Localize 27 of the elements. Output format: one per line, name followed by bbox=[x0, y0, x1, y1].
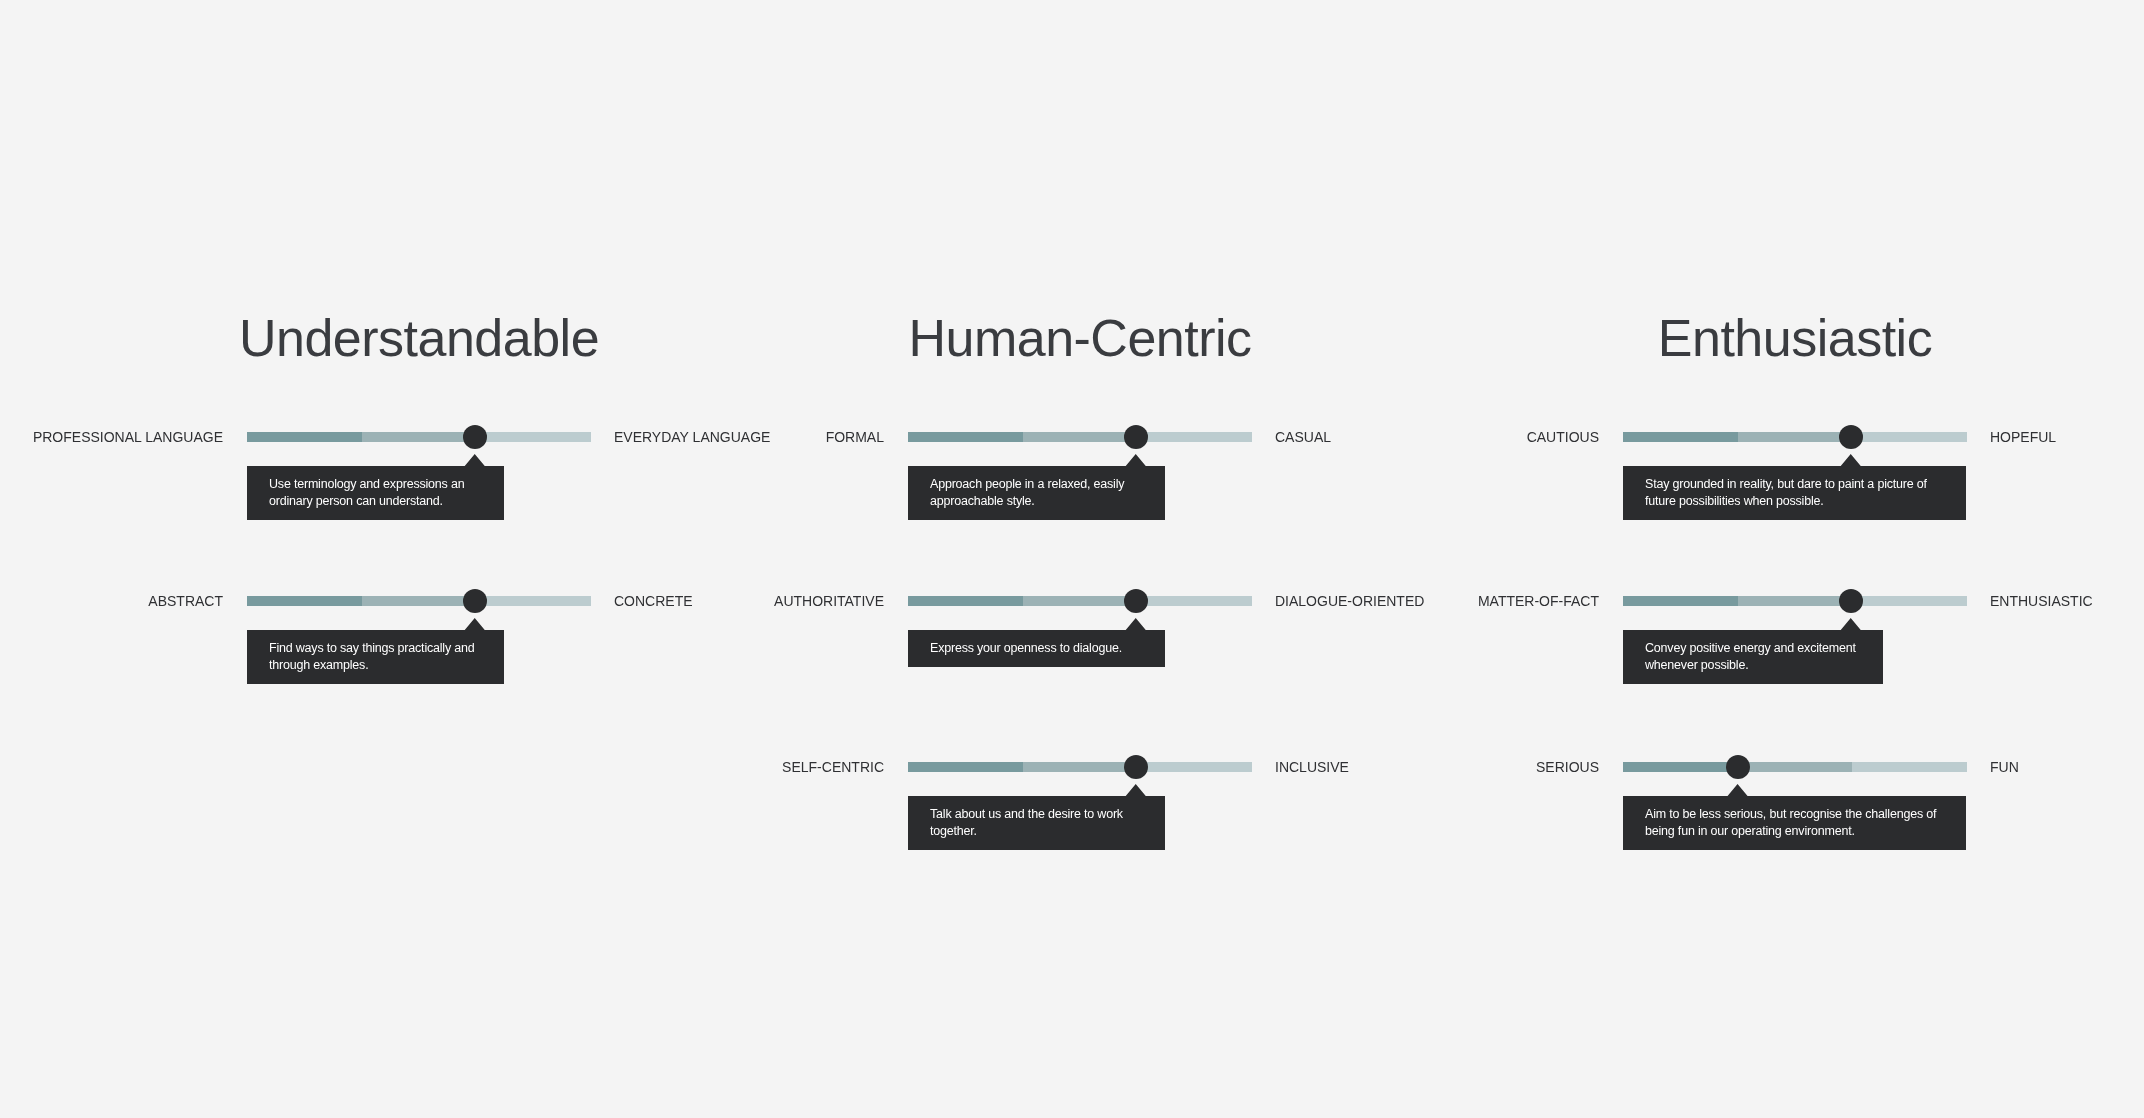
tooltip: Convey positive energy and excitement whenever possible. bbox=[1623, 618, 1883, 684]
tooltip: Express your openness to dialogue. bbox=[908, 618, 1165, 667]
scale-label: SERIOUS bbox=[1536, 758, 1599, 776]
tooltip: Stay grounded in reality, but dare to paint a picture of future possibilities when possible. bbox=[1623, 454, 1966, 520]
scale-label: CASUAL bbox=[1275, 428, 1332, 446]
tooltip: Use terminology and expressions an ordinary person can understand. bbox=[247, 454, 504, 520]
scale-label: CONCRETE bbox=[614, 592, 693, 610]
scale-label: FORMAL bbox=[825, 428, 884, 446]
scale-label: HOPEFUL bbox=[1990, 428, 2057, 446]
scale-label: ENTHUSIASTIC bbox=[1990, 592, 2093, 610]
scale-label: INCLUSIVE bbox=[1275, 758, 1349, 776]
tooltip: Aim to be less serious, but recognise the challenges of being fun in our operating environment. bbox=[1623, 784, 1966, 850]
scale-label: PROFESSIONAL LANGUAGE bbox=[32, 428, 223, 446]
section-heading: Human-Centric bbox=[908, 308, 1252, 368]
tooltip: Approach people in a relaxed, easily approachable style. bbox=[908, 454, 1165, 520]
scale-label: FUN bbox=[1990, 758, 2019, 776]
scale-label: ABSTRACT bbox=[148, 592, 223, 610]
scale-label: SELF-CENTRIC bbox=[782, 758, 884, 776]
tooltip: Find ways to say things practically and through examples. bbox=[247, 618, 504, 684]
scale-label: AUTHORITATIVE bbox=[774, 592, 884, 610]
section-heading: Enthusiastic bbox=[1657, 308, 1933, 368]
scale-label: MATTER-OF-FACT bbox=[1477, 592, 1599, 610]
scale-label: DIALOGUE-ORIENTED bbox=[1275, 592, 1425, 610]
tooltip: Talk about us and the desire to work together. bbox=[908, 784, 1165, 850]
scale-label: CAUTIOUS bbox=[1526, 428, 1599, 446]
scale-label: EVERYDAY LANGUAGE bbox=[614, 428, 771, 446]
section-heading: Understandable bbox=[238, 308, 600, 368]
